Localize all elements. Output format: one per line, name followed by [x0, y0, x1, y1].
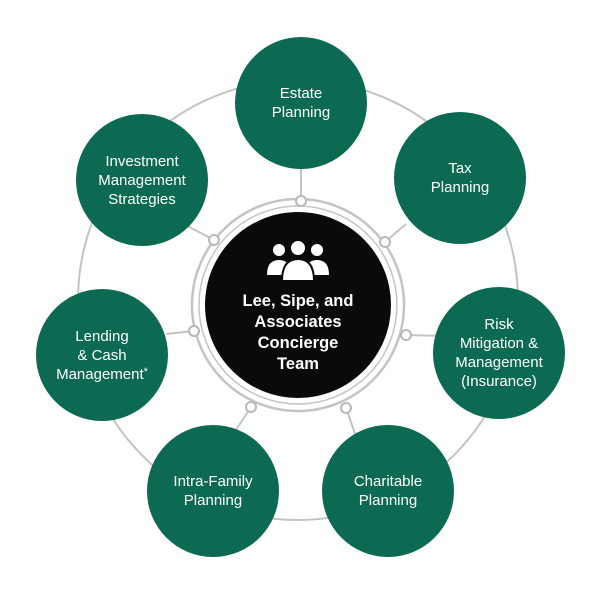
service-label: Lending & Cash Management*	[56, 327, 148, 384]
node-lending	[188, 325, 200, 337]
center-team-label: Lee, Sipe, and Associates Concierge Team	[242, 292, 354, 373]
service-risk-mitigation: Risk Mitigation & Management (Insurance)	[433, 287, 565, 419]
service-label: Investment Management Strategies	[98, 152, 186, 208]
node-estate	[295, 195, 307, 207]
node-charitable	[340, 402, 352, 414]
service-label: Estate Planning	[271, 85, 331, 121]
node-intra-family	[245, 401, 257, 413]
team-group-icon	[267, 239, 329, 282]
service-label: Tax Planning	[430, 160, 490, 196]
service-tax-planning: Tax Planning	[394, 112, 526, 244]
lending-label-text: Lending & Cash Management	[56, 327, 144, 383]
service-label: Risk Mitigation & Management (Insurance)	[455, 316, 543, 390]
service-investment-management: Investment Management Strategies	[76, 114, 208, 246]
service-estate-planning: Estate Planning	[235, 37, 367, 169]
concierge-team-hub: Lee, Sipe, and Associates Concierge Team	[205, 212, 391, 398]
service-lending-cash: Lending & Cash Management*	[36, 289, 168, 421]
asterisk-marker: *	[143, 365, 148, 378]
service-label: Intra-Family Planning	[173, 473, 253, 509]
node-investment	[208, 234, 220, 246]
node-risk	[400, 329, 412, 341]
service-charitable-planning: Charitable Planning	[322, 425, 454, 557]
node-tax	[379, 236, 391, 248]
service-label: Charitable Planning	[353, 473, 423, 509]
service-intra-family-planning: Intra-Family Planning	[147, 425, 279, 557]
